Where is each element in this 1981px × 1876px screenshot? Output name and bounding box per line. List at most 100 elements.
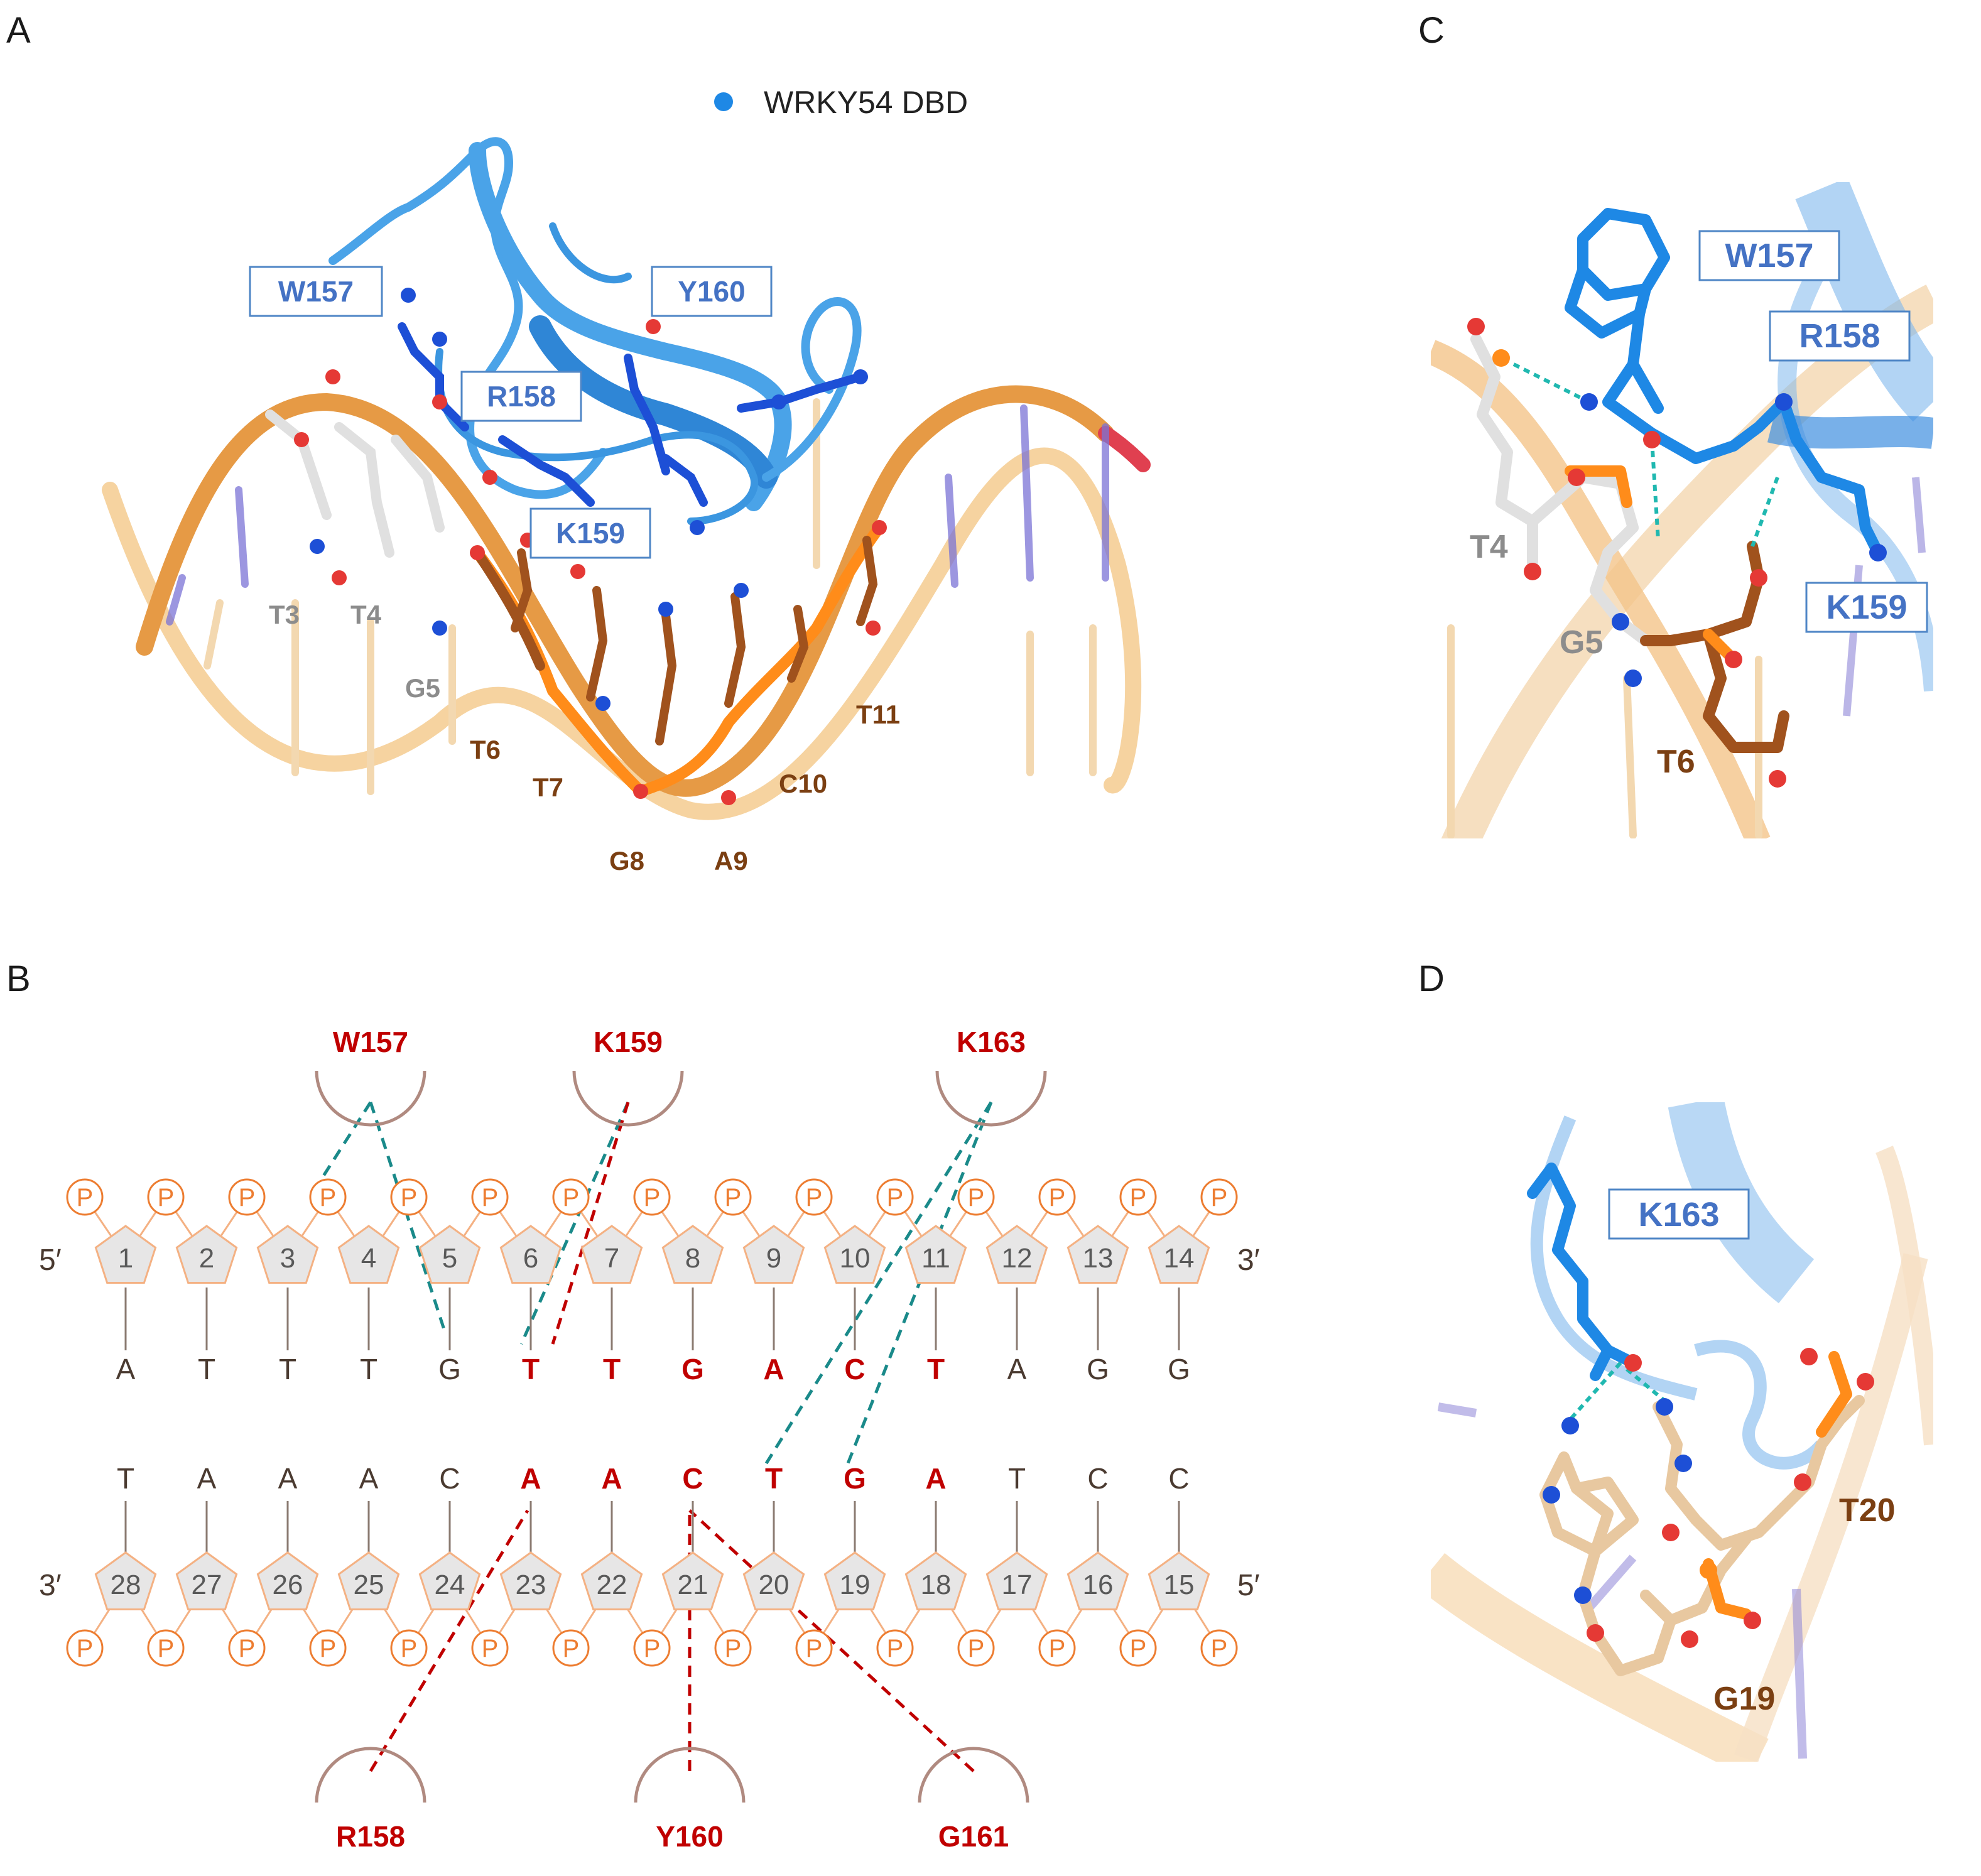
sugar-pentagon (175, 1225, 238, 1284)
top-strand-base: T (198, 1353, 215, 1385)
phosphate-label: P (563, 1184, 580, 1212)
phosphate-label: P (401, 1635, 418, 1662)
nucleotide-number: 28 (111, 1570, 141, 1600)
phosphate-circle (309, 1178, 347, 1216)
c-nuc-t4: T4 (1470, 529, 1508, 565)
phosphate-circle (66, 1629, 104, 1667)
panel-letter-a: A (6, 10, 31, 51)
bottom-strand-base: A (601, 1462, 622, 1495)
bottom-strand-base: C (1087, 1462, 1108, 1495)
panel-d-structure (1431, 1102, 1933, 1762)
phosphate-circle (957, 1178, 995, 1216)
sugar-pentagon (256, 1551, 319, 1610)
dna-helix (102, 385, 1151, 820)
phosphate-label: P (1130, 1184, 1147, 1212)
bottom-strand-base: A (520, 1462, 541, 1495)
nucleotide-number: 23 (516, 1570, 546, 1600)
phosphate-circle (309, 1629, 347, 1667)
panel-c: C (1418, 10, 1933, 838)
phosphate-circle (228, 1178, 266, 1216)
sugar-pentagon (742, 1551, 805, 1610)
nucleotide-number: 17 (1002, 1570, 1033, 1600)
nuc-t7: T7 (533, 773, 563, 802)
panel-letter-d: D (1418, 958, 1445, 999)
bottom-strand-base: G (844, 1462, 866, 1495)
dna-sticks (265, 288, 887, 805)
bottom-strand-base: A (359, 1462, 379, 1495)
residue-arc (634, 1747, 746, 1803)
residue-label-k159: K159 (594, 1026, 663, 1058)
bottom-strand-base: C (1168, 1462, 1189, 1495)
phosphate-circle (633, 1178, 671, 1216)
bottom-strand-5prime: 5′ (1237, 1569, 1260, 1602)
phosphate-label: P (725, 1184, 742, 1212)
res-box-r158: R158 (487, 380, 556, 413)
c-res-r158: R158 (1799, 317, 1880, 355)
phosphate-circle (876, 1629, 914, 1667)
residue-label-k163: K163 (957, 1026, 1026, 1058)
d-nuc-t20: T20 (1839, 1492, 1896, 1529)
sugar-pentagon (985, 1225, 1048, 1284)
nucleotide-number: 25 (354, 1570, 384, 1600)
phosphate-label: P (77, 1635, 94, 1662)
contact-line (519, 1101, 630, 1345)
bottom-strand-base: C (439, 1462, 460, 1495)
phosphate-label: P (320, 1635, 337, 1662)
top-strand-base: G (438, 1353, 461, 1385)
c-nuc-t6: T6 (1657, 744, 1695, 780)
phosphate-circle (714, 1629, 752, 1667)
contact-line (369, 1509, 529, 1772)
nucleotide-number: 26 (273, 1570, 303, 1600)
sugar-pentagon (418, 1551, 481, 1610)
panel-a: A WRKY54 DBD (6, 10, 1151, 876)
phosphate-circle (876, 1178, 914, 1216)
phosphate-label: P (806, 1184, 823, 1212)
phosphate-label: P (158, 1635, 175, 1662)
sugar-pentagon (823, 1225, 886, 1284)
panel-letter-c: C (1418, 10, 1445, 51)
contact-line (688, 1509, 975, 1772)
top-strand-3prime: 3′ (1237, 1244, 1260, 1277)
nuc-t6: T6 (470, 735, 501, 764)
phosphate-circle (795, 1629, 833, 1667)
protein-ribbon (328, 137, 862, 525)
phosphate-label: P (1049, 1635, 1066, 1662)
nucleotide-number: 16 (1083, 1570, 1114, 1600)
phosphate-label: P (158, 1184, 175, 1212)
sugar-pentagon (337, 1225, 400, 1284)
phosphate-label: P (563, 1635, 580, 1662)
phosphate-label: P (1211, 1635, 1228, 1662)
legend-label: WRKY54 DBD (764, 85, 968, 120)
phosphate-circle (228, 1629, 266, 1667)
phosphate-label: P (239, 1184, 256, 1212)
phosphate-circle (1119, 1178, 1157, 1216)
nucleotide-number: 12 (1002, 1243, 1033, 1274)
sugar-pentagon (94, 1225, 157, 1284)
top-strand-base: T (279, 1353, 296, 1385)
phosphate-circle (147, 1629, 185, 1667)
sugar-pentagon (499, 1225, 562, 1284)
nucleotide-number: 1 (118, 1243, 133, 1274)
phosphate-label: P (77, 1184, 94, 1212)
nuc-c10: C10 (779, 769, 827, 798)
phosphate-circle (390, 1178, 428, 1216)
residue-label-g161: G161 (938, 1820, 1009, 1853)
phosphate-label: P (725, 1635, 742, 1662)
residue-arc (935, 1070, 1047, 1127)
phosphate-circle (66, 1178, 104, 1216)
phosphate-circle (471, 1629, 509, 1667)
phosphate-circle (795, 1178, 833, 1216)
phosphate-label: P (482, 1184, 499, 1212)
panel-a-residue-boxes: W157 Y160 R158 K159 (249, 266, 773, 559)
residue-label-r158: R158 (336, 1820, 405, 1853)
nucleotide-number: 14 (1164, 1243, 1195, 1274)
sugar-pentagon (337, 1551, 400, 1610)
phosphate-circle (1119, 1629, 1157, 1667)
nucleotide-number: 3 (280, 1243, 295, 1274)
nucleotide-number: 11 (921, 1243, 950, 1274)
res-box-y160: Y160 (678, 275, 745, 308)
res-box-k159: K159 (556, 517, 625, 550)
phosphate-circle (957, 1629, 995, 1667)
residue-arc (918, 1747, 1029, 1803)
